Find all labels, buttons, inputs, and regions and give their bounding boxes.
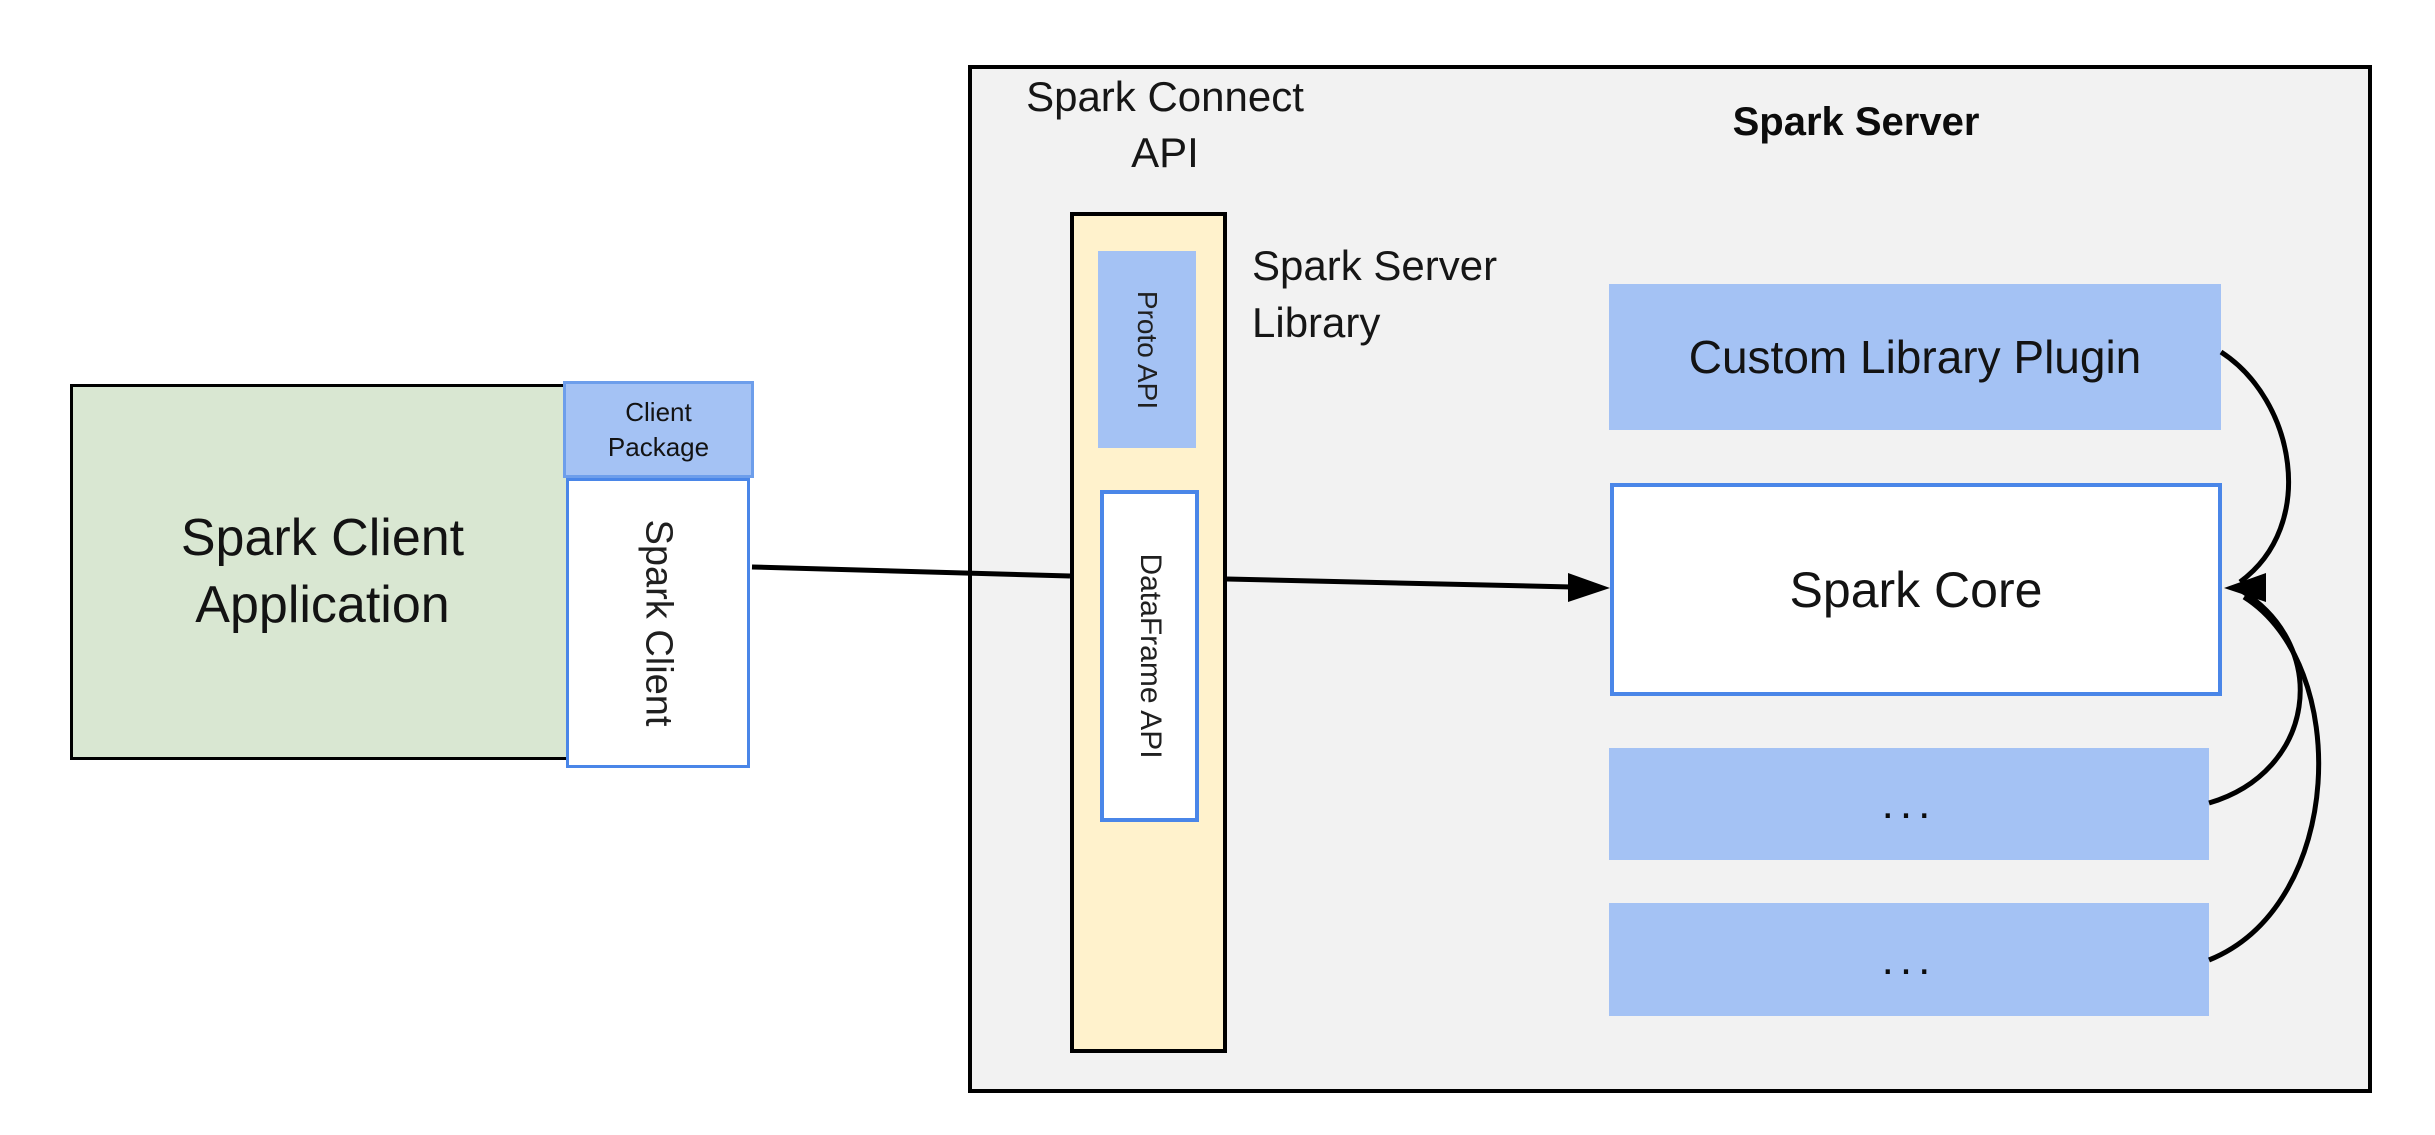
spark-connect-api-title-line2: API	[1131, 129, 1199, 176]
client-package-box: Client Package	[563, 381, 754, 478]
ellipsis-box-1: ...	[1609, 748, 2209, 860]
dataframe-api-label: DataFrame API	[1133, 553, 1167, 759]
dataframe-api-box: DataFrame API	[1100, 490, 1199, 822]
spark-core-box: Spark Core	[1610, 483, 2222, 696]
client-package-label-line2: Package	[607, 431, 710, 462]
proto-api-label: Proto API	[1132, 290, 1163, 409]
spark-client-application-box: Spark Client Application	[70, 384, 575, 760]
spark-connect-api-title: Spark Connect API	[965, 69, 1365, 181]
spark-server-library-label: Spark Server Library	[1252, 237, 1672, 351]
spark-server-library-label-line1: Spark Server	[1252, 242, 1498, 289]
spark-client-application-label-line2: Application	[195, 576, 450, 634]
spark-client-application-label-line1: Spark Client	[180, 509, 465, 567]
spark-client-label: Spark Client	[637, 519, 680, 727]
proto-api-box: Proto API	[1098, 251, 1196, 448]
spark-server-title: Spark Server	[1732, 100, 1980, 144]
client-package-label-line1: Client	[625, 396, 692, 427]
spark-client-box: Spark Client	[566, 478, 750, 768]
ellipsis-box-2: ...	[1609, 903, 2209, 1016]
spark-connect-api-title-line1: Spark Connect	[1026, 73, 1304, 120]
spark-server-library-label-line2: Library	[1252, 299, 1381, 346]
custom-library-plugin-box: Custom Library Plugin	[1609, 284, 2221, 430]
